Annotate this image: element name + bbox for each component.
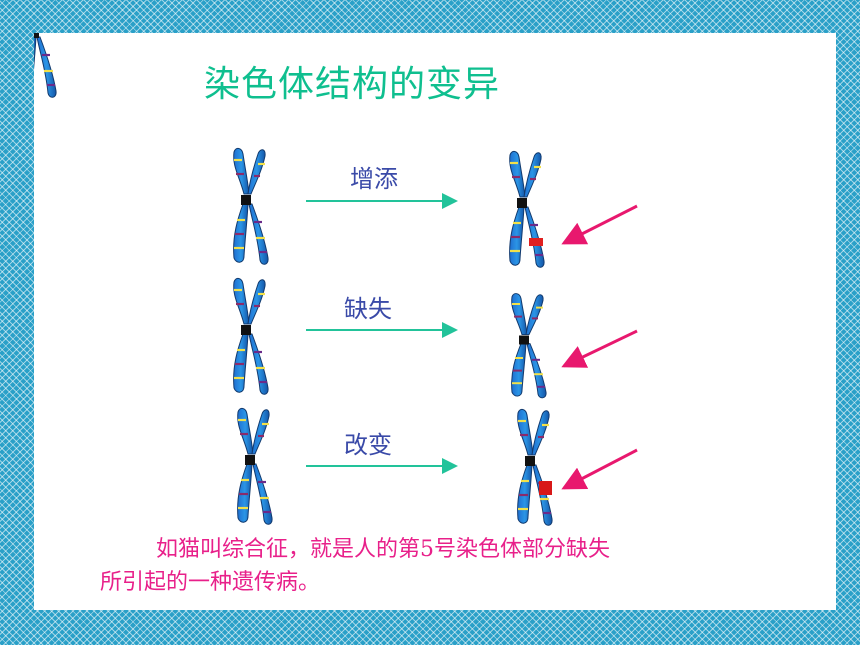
chromosome-right-1: [508, 150, 546, 269]
caption-line-1: 如猫叫综合征，就是人的第5号染色体部分缺失: [156, 537, 610, 562]
chromosome-left-2: [232, 277, 270, 396]
pointer-arrow-row1: [561, 204, 638, 245]
chromosome-right-2: [510, 292, 548, 399]
chromosome-right-3: [516, 408, 554, 527]
diagram-layer: [34, 33, 638, 527]
label-addition: 增添: [350, 165, 398, 193]
mutation-band-addition: [529, 238, 543, 246]
slide-title: 染色体结构的变异: [204, 64, 501, 105]
pointer-arrow-row3: [561, 448, 638, 490]
mutation-band-change: [539, 481, 552, 495]
label-change: 改变: [344, 431, 392, 459]
chromosome-left-3: [236, 407, 274, 526]
caption: 如猫叫综合征，就是人的第5号染色体部分缺失 所引起的一种遗传病。: [100, 533, 800, 599]
pointer-arrow-row2: [561, 329, 638, 368]
caption-line-2: 所引起的一种遗传病。: [100, 570, 321, 595]
chromosome-left-1: [232, 147, 270, 266]
label-deletion: 缺失: [344, 295, 392, 323]
slide-canvas: 染色体结构的变异 增添 缺失 改变: [34, 33, 836, 610]
chromosome-normal: [34, 33, 57, 98]
